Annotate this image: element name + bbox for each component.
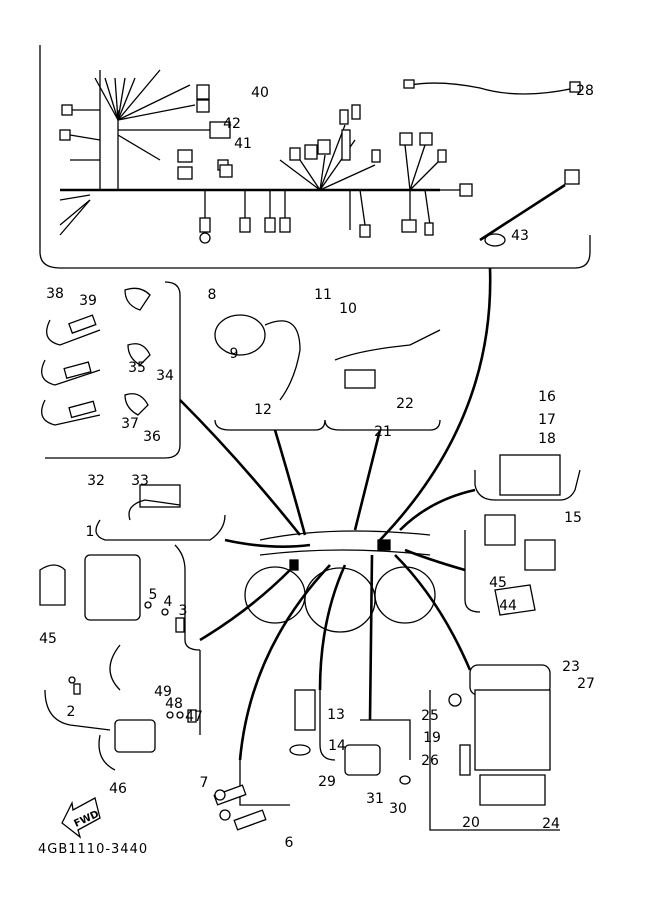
parts — [39, 287, 561, 831]
callout-35: 35 — [128, 360, 146, 376]
callout-39: 39 — [79, 293, 97, 309]
drawing-code: 4GB1110-3440 — [38, 842, 148, 857]
callout-2: 2 — [67, 704, 76, 720]
callout-28: 28 — [576, 83, 594, 99]
callout-3: 3 — [179, 603, 188, 619]
harness-leader-lines — [179, 267, 492, 761]
callout-37: 37 — [121, 416, 139, 432]
callout-26: 26 — [421, 753, 439, 769]
callout-23: 23 — [562, 659, 580, 675]
callout-22: 22 — [396, 396, 414, 412]
wire-harness-group — [39, 45, 591, 269]
callout-44: 44 — [499, 598, 517, 614]
callout-43: 43 — [511, 228, 529, 244]
callout-9: 9 — [230, 346, 239, 362]
callout-41: 41 — [234, 136, 252, 152]
callout-32: 32 — [87, 473, 105, 489]
callout-24: 24 — [542, 816, 560, 832]
callout-13: 13 — [327, 707, 345, 723]
callout-1: 1 — [86, 524, 95, 540]
callout-42: 42 — [223, 116, 241, 132]
callout-18: 18 — [538, 431, 556, 447]
callout-47: 47 — [185, 709, 203, 725]
callout-6: 6 — [285, 835, 294, 851]
callout-5: 5 — [149, 587, 158, 603]
callout-33: 33 — [131, 473, 149, 489]
callout-16: 16 — [538, 389, 556, 405]
callout-30: 30 — [389, 801, 407, 817]
callout-45: 45 — [489, 575, 507, 591]
callout-36: 36 — [143, 429, 161, 445]
frame-outline — [244, 530, 436, 633]
callout-29: 29 — [318, 774, 336, 790]
callout-31: 31 — [366, 791, 384, 807]
callout-14: 14 — [328, 738, 346, 754]
callout-4: 4 — [164, 594, 173, 610]
callout-8: 8 — [208, 287, 217, 303]
fwd-arrow-icon: FWD — [61, 797, 101, 839]
callout-11: 11 — [314, 287, 332, 303]
callout-25: 25 — [421, 708, 439, 724]
callout-15: 15 — [564, 510, 582, 526]
callout-38: 38 — [46, 286, 64, 302]
callout-7: 7 — [200, 775, 209, 791]
callout-19: 19 — [423, 730, 441, 746]
callout-34: 34 — [156, 368, 174, 384]
callout-10: 10 — [339, 301, 357, 317]
callout-45: 45 — [39, 631, 57, 647]
callout-27: 27 — [577, 676, 595, 692]
callout-40: 40 — [251, 85, 269, 101]
callout-20: 20 — [462, 815, 480, 831]
callout-12: 12 — [254, 402, 272, 418]
callout-46: 46 — [109, 781, 127, 797]
sub-assembly-frames — [44, 281, 581, 831]
callout-49: 49 — [154, 684, 172, 700]
callout-21: 21 — [374, 424, 392, 440]
callout-17: 17 — [538, 412, 556, 428]
callout-48: 48 — [165, 696, 183, 712]
